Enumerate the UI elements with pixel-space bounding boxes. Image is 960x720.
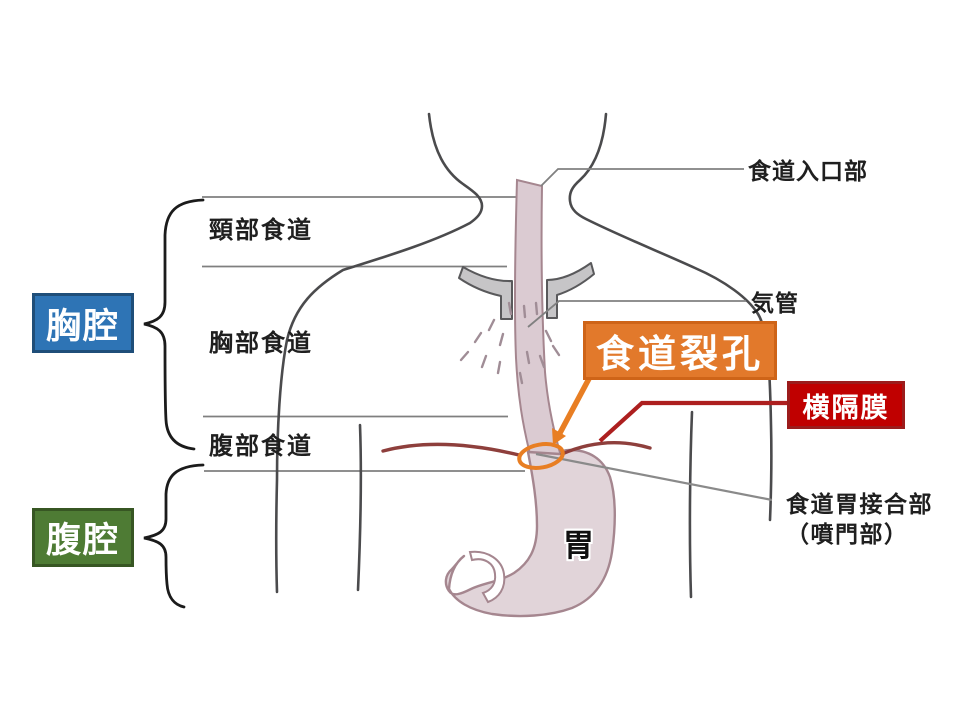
diaphragm-curve-left [381, 442, 521, 457]
thoracic-cavity-brace [143, 198, 205, 451]
trachea-shape [458, 262, 595, 320]
callout-esophageal-hiatus: 食道裂孔 [583, 321, 777, 380]
bronchi-hatch-dashes [459, 301, 561, 385]
body-outline-right [568, 112, 773, 522]
label-stomach: 胃 [563, 528, 594, 563]
body-outline [274, 112, 773, 599]
diaphragm-curve-right [560, 441, 652, 456]
callout-thoracic-cavity: 胸腔 [32, 293, 134, 353]
leader-diaphragm [598, 400, 787, 443]
left-arm-inner-line [356, 423, 363, 592]
diaphragm-curve [381, 441, 652, 457]
leader-lines [527, 168, 773, 502]
leader-eg-junction [535, 452, 773, 502]
label-eg-junction: 食道胃接合部 （噴門部） [786, 489, 933, 549]
esophagus-shape [513, 178, 564, 464]
right-arm-inner-line [688, 410, 694, 599]
label-abdominal-esophagus: 腹部食道 [209, 433, 313, 460]
abdominal-cavity-brace [143, 463, 205, 609]
pyloric-notch [468, 550, 506, 604]
label-trachea: 気管 [751, 290, 799, 316]
leader-esophageal-inlet [540, 168, 744, 187]
trachea-band-left [458, 266, 513, 320]
callout-diaphragm: 横隔膜 [787, 381, 905, 429]
hiatus-ellipse-marker [517, 442, 565, 470]
trachea-band-right [546, 262, 595, 319]
stomach-shape [444, 448, 616, 618]
label-eg-junction-line1: 食道胃接合部 [786, 491, 933, 517]
section-divider-lines [202, 196, 525, 472]
hiatus-arrow [552, 371, 595, 445]
body-outline-left [274, 112, 484, 594]
leader-trachea [527, 300, 746, 328]
label-cervical-esophagus: 頸部食道 [209, 217, 313, 244]
callout-abdominal-cavity: 腹腔 [32, 508, 134, 567]
label-esophageal-inlet: 食道入口部 [748, 158, 868, 184]
braces [143, 198, 205, 609]
label-eg-junction-line2: （噴門部） [786, 521, 909, 547]
label-thoracic-esophagus: 胸部食道 [209, 330, 313, 357]
